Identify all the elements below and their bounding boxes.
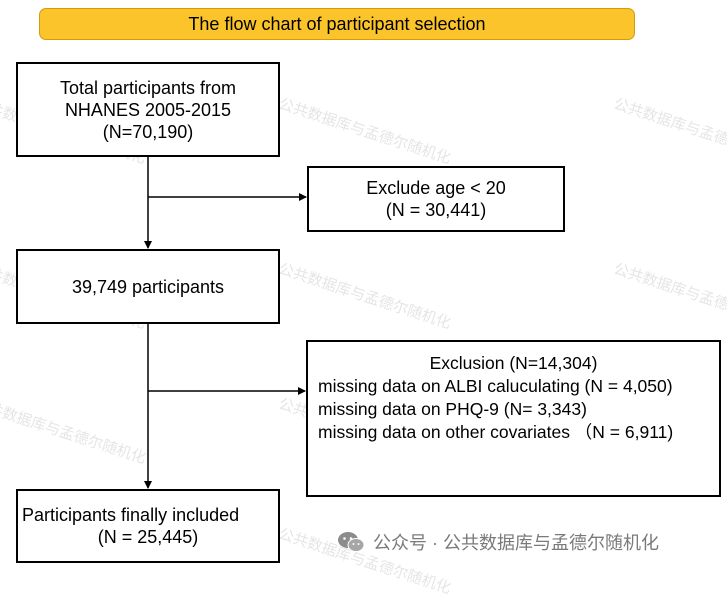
wechat-icon	[338, 532, 365, 552]
box-line: Total participants from	[59, 77, 237, 98]
footer-credit: 公众号 · 公共数据库与孟德尔随机化	[337, 528, 659, 556]
exclusion-item: missing data on other covariates （N = 6,…	[318, 422, 674, 442]
watermark-text: 公共数据库与孟德尔随机化	[611, 260, 727, 333]
flowchart-title: The flow chart of participant selection	[188, 13, 486, 34]
box-line: 39,749 participants	[71, 276, 225, 297]
watermark-text: 公共数据库与孟德尔随机化	[0, 395, 148, 468]
total-participants-box: Total participants from NHANES 2005-2015…	[16, 62, 280, 157]
exclusion-box: Exclusion (N=14,304) missing data on ALB…	[306, 340, 721, 497]
box-line: Participants finally included	[22, 505, 240, 525]
watermark-text: 公共数据库与孟德尔随机化	[611, 95, 727, 168]
exclusion-item: missing data on ALBI caluculating (N = 4…	[318, 376, 673, 396]
remaining-participants-box: 39,749 participants	[16, 249, 280, 324]
box-line: Exclude age < 20	[366, 178, 506, 198]
exclusion-header: Exclusion (N=14,304)	[429, 353, 598, 373]
box-line: NHANES 2005-2015	[64, 99, 232, 120]
watermark-text: 公共数据库与孟德尔随机化	[276, 260, 453, 333]
flowchart-title-banner: The flow chart of participant selection	[39, 8, 635, 40]
final-included-box: Participants finally included (N = 25,44…	[16, 489, 280, 563]
footer-credit-text: 公众号 · 公共数据库与孟德尔随机化	[373, 533, 659, 553]
box-line: (N=70,190)	[102, 121, 194, 142]
exclusion-item: missing data on PHQ-9 (N= 3,343)	[318, 399, 587, 419]
box-line: (N = 30,441)	[385, 200, 487, 220]
box-line: (N = 25,445)	[97, 527, 199, 547]
exclude-age-box: Exclude age < 20 (N = 30,441)	[307, 166, 565, 232]
watermark-text: 公共数据库与孟德尔随机化	[276, 95, 453, 168]
